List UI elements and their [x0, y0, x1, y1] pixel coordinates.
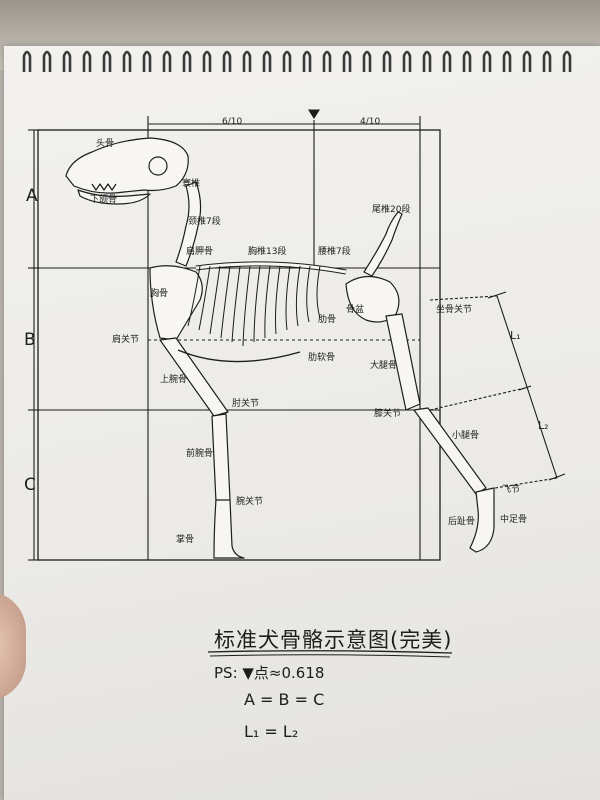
dim-top-right: 4/10 [360, 117, 381, 127]
dim-a: A [26, 186, 38, 206]
label-caudal: 尾椎20段 [372, 205, 411, 215]
rib [264, 265, 271, 339]
label-atlas: 寰椎 [182, 179, 201, 189]
label-ribs: 肋骨 [318, 315, 337, 325]
skull-bone [65, 137, 189, 194]
note-golden-ratio: PS: ▼点≈0.618 [214, 664, 325, 682]
rib [198, 265, 211, 331]
dim-b: B [24, 330, 36, 350]
label-shoulder-joint: 肩关节 [112, 335, 140, 345]
spiral-coil [502, 50, 512, 72]
label-hock: 飞节 [502, 485, 521, 495]
dim-c: C [24, 475, 36, 495]
label-thoracic: 胸椎13段 [248, 247, 287, 257]
label-mandible: 下颌骨 [90, 195, 118, 205]
femur-bone [385, 313, 421, 411]
scapula-bone [149, 265, 203, 341]
spiral-coil [122, 50, 132, 72]
note-abc-equal: A = B = C [244, 690, 325, 709]
spiral-coil [342, 50, 352, 72]
spiral-coil [362, 50, 372, 72]
spiral-coil [482, 50, 492, 72]
front-paw-bones [213, 499, 245, 559]
diagram-title: 标准犬骨骼示意图(完美) [214, 628, 453, 652]
spiral-coil [382, 50, 392, 72]
golden-point-marker [308, 109, 320, 120]
label-tibia: 小腿骨 [452, 431, 480, 441]
dim-l1: L₁ [510, 329, 521, 342]
label-scapula: 肩胛骨 [186, 247, 214, 257]
spiral-coil [162, 50, 172, 72]
spiral-coil [182, 50, 192, 72]
spiral-coil [542, 50, 552, 72]
spiral-coil [142, 50, 152, 72]
label-knee: 膝关节 [374, 409, 402, 419]
spiral-coil [82, 50, 92, 72]
spiral-coil [102, 50, 112, 72]
spiral-coil [562, 50, 572, 72]
cervical-vertebrae [175, 181, 202, 267]
label-humerus: 上腕骨 [160, 375, 188, 385]
grid-frame [37, 129, 441, 561]
title-underline [207, 650, 453, 658]
spiral-coil [22, 50, 32, 72]
label-radius-ulna: 前腕骨 [186, 449, 214, 459]
rib [187, 265, 201, 327]
rib [253, 265, 261, 343]
mandible-bone [77, 189, 151, 205]
label-hip-joint: 坐骨关节 [436, 305, 473, 315]
rib [285, 265, 291, 331]
label-cervical: 颈椎7段 [188, 217, 221, 227]
rib [209, 265, 221, 335]
spiral-coil [402, 50, 412, 72]
rib [316, 265, 321, 319]
spiral-coil [242, 50, 252, 72]
spiral-coil [302, 50, 312, 72]
dim-top-left: 6/10 [222, 117, 243, 127]
rib [275, 265, 281, 335]
dim-l2: L₂ [538, 419, 549, 432]
label-lumbar: 腰椎7段 [318, 247, 351, 257]
spiral-coil [222, 50, 232, 72]
rib-cage [187, 265, 321, 347]
label-sternum: 胸骨 [150, 289, 169, 299]
label-femur: 大腿骨 [370, 361, 398, 371]
tibia-bone [413, 407, 487, 495]
rib [295, 265, 301, 327]
radius-ulna-bone [211, 413, 231, 503]
rear-foot-bones [469, 487, 495, 553]
label-metacarpus: 掌骨 [176, 535, 195, 545]
label-pelvis: 骨盆 [346, 305, 365, 315]
spiral-coil [262, 50, 272, 72]
spiral-coil [322, 50, 332, 72]
spiral-coil [462, 50, 472, 72]
spiral-coil [42, 50, 52, 72]
label-metatarsus: 中足骨 [500, 515, 528, 525]
label-costal-cartilage: 肋软骨 [308, 353, 336, 363]
sternum-bone [177, 349, 301, 363]
note-l-equal: L₁ = L₂ [244, 722, 299, 741]
spiral-coil [442, 50, 452, 72]
label-elbow: 肘关节 [232, 399, 260, 409]
humerus-bone [159, 337, 229, 417]
spiral-coil [422, 50, 432, 72]
rib [220, 265, 231, 339]
spiral-coil [202, 50, 212, 72]
label-carpus: 腕关节 [236, 497, 264, 507]
spiral-binding [22, 50, 572, 72]
spiral-coil [522, 50, 532, 72]
rib [231, 265, 241, 343]
tail-bones [363, 211, 403, 277]
rib [306, 265, 311, 323]
spiral-coil [282, 50, 292, 72]
spiral-coil [62, 50, 72, 72]
label-skull: 头骨 [96, 139, 115, 149]
pelvis-bone [345, 275, 400, 323]
rib [242, 265, 251, 347]
label-rear-toes: 后趾骨 [448, 517, 476, 527]
